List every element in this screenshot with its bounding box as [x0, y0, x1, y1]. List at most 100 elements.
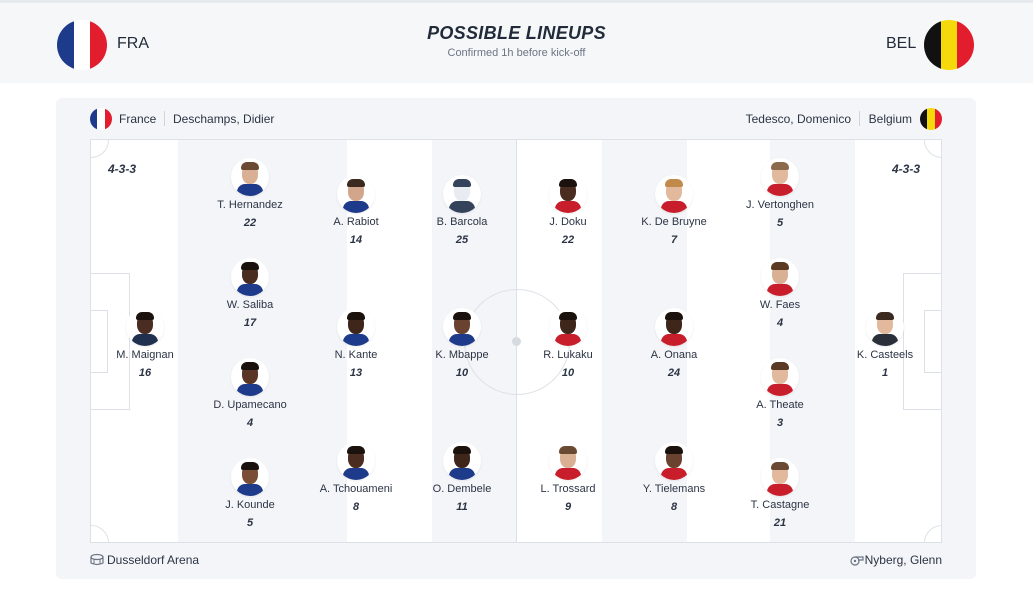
corner-arc: [924, 525, 941, 542]
away-team-code: BEL: [886, 35, 917, 52]
lineups-header: FRA POSSIBLE LINEUPS Confirmed 1h before…: [0, 3, 1033, 83]
player-avatar: [231, 158, 269, 196]
player-number: 1: [881, 367, 889, 379]
player-number: 10: [455, 367, 469, 379]
player-name: A. Onana: [650, 349, 698, 361]
away-team-name[interactable]: Belgium: [868, 112, 912, 126]
away-player[interactable]: T. Castagne 21: [725, 458, 835, 529]
player-avatar: [231, 258, 269, 296]
player-name: O. Dembele: [432, 483, 492, 495]
player-avatar: [655, 308, 693, 346]
player-name: W. Faes: [759, 299, 801, 311]
player-avatar: [231, 458, 269, 496]
home-player[interactable]: N. Kante 13: [301, 308, 411, 379]
stadium-icon: [90, 553, 104, 566]
player-avatar: [337, 175, 375, 213]
player-avatar: [761, 158, 799, 196]
player-name: A. Rabiot: [333, 216, 379, 228]
player-avatar: [866, 308, 904, 346]
player-number: 7: [670, 234, 678, 246]
away-player[interactable]: R. Lukaku 10: [513, 308, 623, 379]
player-number: 17: [243, 317, 257, 329]
player-number: 22: [561, 234, 575, 246]
player-avatar: [443, 308, 481, 346]
away-player[interactable]: K. Casteels 1: [830, 308, 940, 379]
home-player[interactable]: K. Mbappe 10: [407, 308, 517, 379]
player-name: N. Kante: [334, 349, 378, 361]
referee-name: Nyberg, Glenn: [864, 553, 942, 567]
stadium-name: Dusseldorf Arena: [107, 553, 200, 567]
home-formation: 4-3-3: [108, 162, 137, 176]
home-player[interactable]: W. Saliba 17: [195, 258, 305, 329]
player-number: 25: [455, 234, 469, 246]
player-number: 10: [561, 367, 575, 379]
divider: [164, 111, 165, 126]
home-team-code: FRA: [117, 35, 149, 52]
player-number: 11: [456, 501, 468, 513]
france-flag-icon: [90, 108, 112, 130]
away-coach[interactable]: Tedesco, Domenico: [745, 112, 851, 126]
divider: [859, 111, 860, 126]
home-player[interactable]: A. Tchouameni 8: [301, 442, 411, 513]
player-name: W. Saliba: [226, 299, 274, 311]
player-name: K. Casteels: [856, 349, 914, 361]
player-avatar: [443, 175, 481, 213]
player-name: D. Upamecano: [213, 399, 287, 411]
home-player[interactable]: O. Dembele 11: [407, 442, 517, 513]
page-subtitle: Confirmed 1h before kick-off: [447, 47, 586, 59]
player-number: 24: [667, 367, 681, 379]
corner-arc: [91, 525, 109, 542]
page-title: POSSIBLE LINEUPS: [427, 23, 606, 43]
away-player[interactable]: K. De Bruyne 7: [619, 175, 729, 246]
home-team-name[interactable]: France: [119, 112, 157, 126]
player-avatar: [126, 308, 164, 346]
player-avatar: [231, 358, 269, 396]
player-name: T. Hernandez: [217, 199, 283, 211]
player-name: R. Lukaku: [543, 349, 593, 361]
away-formation: 4-3-3: [892, 162, 921, 176]
player-number: 8: [352, 501, 360, 513]
player-name: A. Tchouameni: [319, 483, 393, 495]
right-goal-area: [924, 310, 941, 373]
corner-arc: [924, 140, 941, 158]
player-name: M. Maignan: [116, 349, 174, 361]
player-number: 13: [349, 367, 363, 379]
player-name: K. De Bruyne: [641, 216, 707, 228]
player-name: J. Doku: [549, 216, 587, 228]
player-name: J. Vertonghen: [746, 199, 814, 211]
player-avatar: [337, 308, 375, 346]
center-spot: [512, 337, 521, 346]
player-name: Y. Tielemans: [642, 483, 706, 495]
home-player[interactable]: D. Upamecano 4: [195, 358, 305, 429]
player-name: K. Mbappe: [435, 349, 489, 361]
player-avatar: [655, 442, 693, 480]
left-goal-area: [91, 310, 108, 373]
player-avatar: [549, 175, 587, 213]
away-player[interactable]: J. Doku 22: [513, 175, 623, 246]
player-avatar: [549, 442, 587, 480]
player-number: 4: [246, 417, 254, 429]
away-player[interactable]: L. Trossard 9: [513, 442, 623, 513]
player-avatar: [761, 358, 799, 396]
player-number: 9: [564, 501, 572, 513]
france-flag-icon: [57, 20, 107, 70]
player-name: T. Castagne: [750, 499, 810, 511]
player-name: L. Trossard: [540, 483, 596, 495]
top-divider: [0, 0, 1033, 3]
player-name: A. Theate: [756, 399, 804, 411]
player-avatar: [443, 442, 481, 480]
away-player[interactable]: A. Onana 24: [619, 308, 729, 379]
player-avatar: [337, 442, 375, 480]
player-number: 21: [773, 517, 787, 529]
player-avatar: [761, 458, 799, 496]
home-coach[interactable]: Deschamps, Didier: [173, 112, 275, 126]
